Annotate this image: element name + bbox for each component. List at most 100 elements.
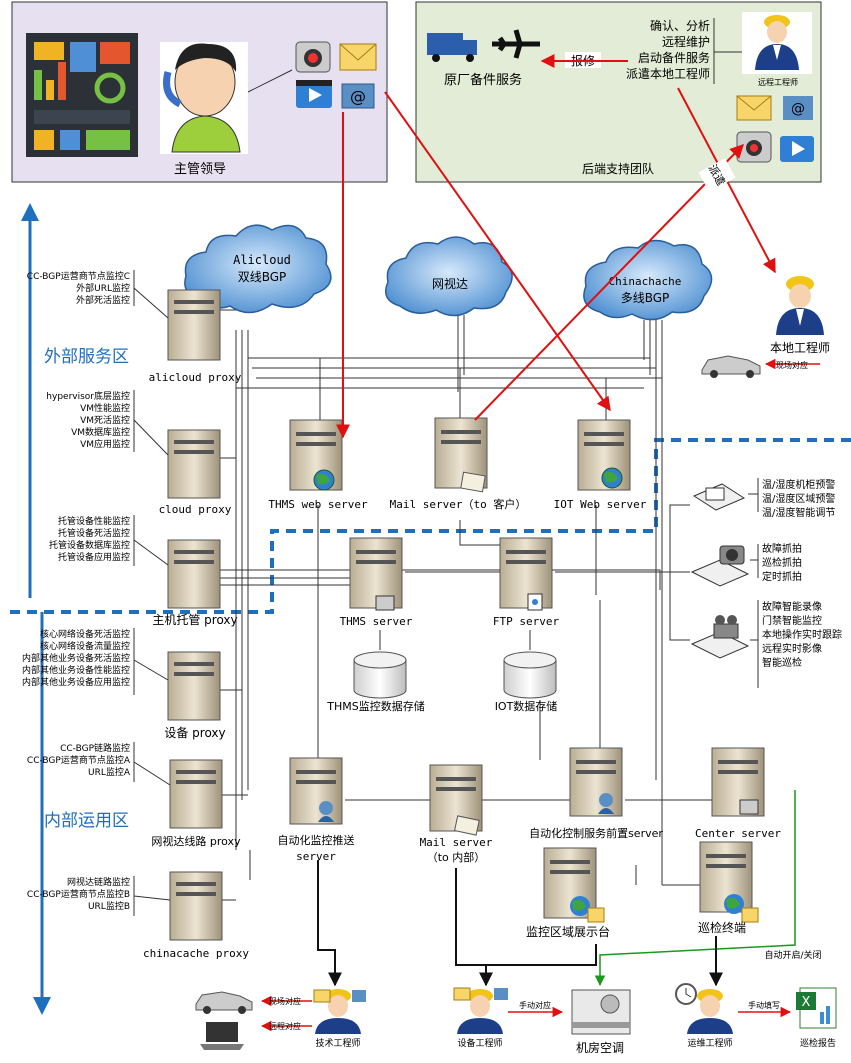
aircon-caption: 机房空调 [576,1040,624,1055]
device-engineer-icon [457,989,503,1034]
device2-line3: 定时抓拍 [762,570,802,583]
proxy2-note-1: hypervisor底层监控 [46,390,130,402]
proxy6-note-1: 网视达链路监控 [67,876,130,888]
proxy3-note-4: 托管设备应用监控 [58,551,130,563]
proxy2-caption: cloud proxy [159,503,232,516]
device3-line2: 门禁智能监控 [762,614,822,627]
mail-internal-caption-2: （to 内部） [427,850,486,864]
device3-line3: 本地操作实时跟踪 [762,628,842,641]
proxy2-note-2: VM性能监控 [80,402,130,414]
svg-text:X: X [802,995,811,1010]
alicloud-subtitle: 双线BGP [238,270,287,284]
camera-device [690,545,750,587]
device1-line2: 温/湿度区域预警 [762,492,835,505]
iot-web-server-caption: IOT Web server [554,498,647,511]
auto-control-caption: 自动化控制服务前置server [529,826,663,840]
thms-storage-cylinder [353,651,407,699]
thms-server [349,537,403,611]
device1-line1: 温/湿度机柜预警 [762,478,835,491]
mail-server-customer [434,417,488,493]
proxy2-note-3: VM死活监控 [80,414,130,426]
tech-laptop-icon [200,1022,244,1050]
alicloud-title: Alicloud [233,253,291,267]
proxy2-note-4: VM数据库监控 [71,426,130,438]
chinacache-cloud: Chinachache 多线BGP [583,239,713,321]
wangshida-cloud: 网视达 [385,236,513,317]
tech-email-icon [313,989,331,1003]
support-caption: 后端支持团队 [582,161,654,176]
local-car-icon [701,355,761,378]
mail-internal-caption-1: Mail server [420,836,493,849]
network-wiring [220,309,721,901]
auto-push-caption-2: server [296,850,336,863]
email-icon [339,43,377,71]
proxy1-caption: alicloud proxy [149,371,242,384]
device-engineer-caption: 设备工程师 [457,1037,502,1049]
monitor-display-caption: 监控区域展示台 [526,924,610,939]
ftp-server [499,537,553,611]
thms-web-server [289,419,343,491]
leader-person-icon [160,42,248,154]
ops-engineer-caption: 运维工程师 [687,1037,732,1049]
center-server [711,747,765,817]
remote-task-2: 远程维护 [662,34,710,49]
chinacache-subtitle: 多线BGP [621,291,670,305]
external-zone-label: 外部服务区 [44,347,129,367]
proxy3-caption: 主机托管 proxy [152,612,237,627]
remote-task-3: 启动备件服务 [638,50,710,65]
proxy5-note-3: URL监控A [88,766,131,778]
remote-engineer-caption: 远程工程师 [758,77,798,87]
auto-switch-label: 自动开启/关闭 [764,949,821,961]
tech-at-mail-icon [352,990,366,1002]
internal-zone-label: 内部运用区 [44,811,129,831]
proxy4-note-4: 内部其他业务设备性能监控 [22,664,130,676]
proxy2-note-5: VM应用监控 [80,438,130,450]
iot-storage-cylinder [503,651,557,699]
device-email-icon [453,987,471,1001]
temp-sensor-device [692,483,746,511]
tech-onsite-label: 现场对应 [269,996,301,1006]
proxy6-caption: chinacache proxy [143,947,249,960]
mail-server-internal [429,764,483,836]
auto-control-server [569,747,623,817]
red-flow-arrows [336,87,776,439]
tech-remote-label: 远程对应 [269,1021,301,1031]
dashboard-image [26,33,138,157]
proxy-server-2 [167,429,221,499]
at-mail-icon: @ [341,83,375,109]
remote-task-4: 派遣本地工程师 [626,66,710,81]
device3-line1: 故障智能录像 [762,600,822,613]
proxy1-note-2: 外部URL监控 [76,282,130,294]
proxy3-note-2: 托管设备死活监控 [58,527,130,539]
device3-line5: 智能巡检 [762,656,802,669]
tech-engineer-caption: 技术工程师 [315,1037,360,1049]
clock-icon [675,983,697,1005]
ftp-server-caption: FTP server [493,615,560,628]
svg-text:@: @ [791,101,805,117]
video-recorder-device [690,615,750,659]
proxy4-note-5: 内部其他业务设备应用监控 [22,676,130,688]
support-email-icon [736,95,772,121]
auto-push-caption-1: 自动化监控推送 [278,833,355,847]
mail-server-customer-caption: Mail server（to 客户） [390,497,527,511]
proxy4-caption: 设备 proxy [164,726,225,740]
thms-server-caption: THMS server [340,615,413,628]
auto-push-server [289,757,343,825]
device-at-mail-icon [494,988,508,1000]
spare-service-caption: 原厂备件服务 [444,72,522,88]
proxy-server-3 [167,539,221,609]
aircon-icon [571,989,631,1035]
wangshida-title: 网视达 [432,276,468,291]
patrol-terminal-server [699,841,759,923]
proxy-server-1 [167,289,221,361]
support-camera-icon [736,131,772,163]
device2-line1: 故障抓拍 [762,542,802,555]
manual-fill-label: 手动填写 [748,1000,780,1010]
camera-icon [295,41,331,73]
svg-text:@: @ [350,87,366,106]
iot-storage-caption: IOT数据存储 [495,699,558,713]
zone-boundary [10,438,851,614]
device2-line2: 巡检抓拍 [762,556,802,569]
proxy-server-6 [169,871,223,941]
